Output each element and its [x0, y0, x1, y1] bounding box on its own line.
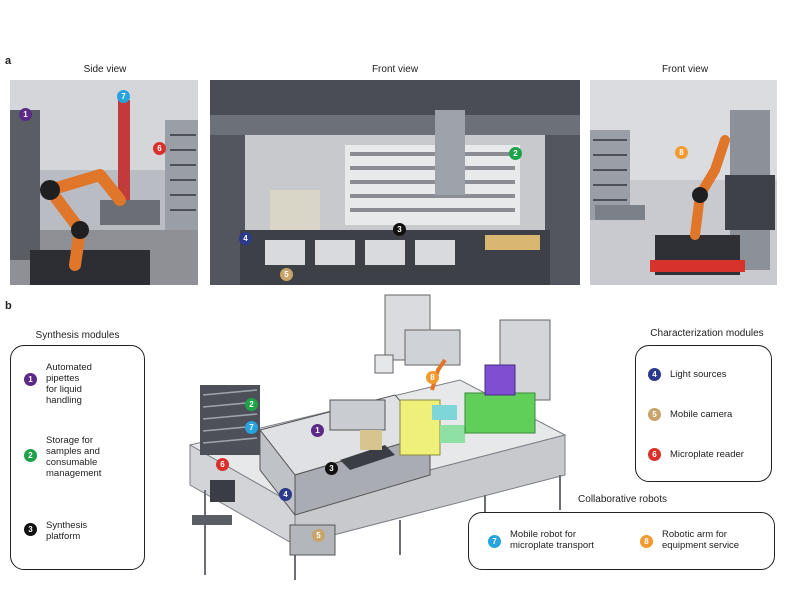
badge-2-schematic: 2 — [245, 398, 258, 411]
badge-6-schematic: 6 — [216, 458, 229, 471]
characterization-item-6: 6 Microplate reader — [648, 448, 744, 461]
badge-5-schematic: 5 — [312, 529, 325, 542]
badge-2-photo-label: 2 — [513, 149, 518, 158]
badge-6-photo-label: 6 — [157, 144, 162, 153]
front-view-photo-center — [210, 80, 580, 285]
badge-4-photo-label: 4 — [243, 234, 248, 243]
badge-4-legend: 4 — [648, 368, 661, 381]
collaborative-robots-box — [468, 512, 775, 570]
badge-8-photo: 8 — [675, 146, 688, 159]
badge-1-schematic: 1 — [311, 424, 324, 437]
badge-7-legend: 7 — [488, 535, 501, 548]
badge-6-photo: 6 — [153, 142, 166, 155]
characterization-item-4-text: Light sources — [670, 369, 727, 380]
badge-7-schematic: 7 — [245, 421, 258, 434]
badge-7-schematic-label: 7 — [249, 423, 254, 432]
badge-3-schematic-label: 3 — [329, 464, 334, 473]
side-view-caption: Side view — [83, 64, 127, 75]
badge-8-schematic: 8 — [426, 371, 439, 384]
badge-4-photo: 4 — [239, 232, 252, 245]
badge-3-photo: 3 — [393, 223, 406, 236]
badge-4-schematic: 4 — [279, 488, 292, 501]
badge-2-photo: 2 — [509, 147, 522, 160]
badge-8-schematic-label: 8 — [430, 373, 435, 382]
badge-5-legend: 5 — [648, 408, 661, 421]
front-view-caption-2: Front view — [661, 64, 709, 75]
collaborative-robots-title: Collaborative robots — [578, 494, 667, 505]
platform-schematic — [170, 285, 575, 585]
side-view-photo — [10, 80, 198, 285]
synthesis-modules-title: Synthesis modules — [35, 330, 120, 341]
badge-6-legend: 6 — [648, 448, 661, 461]
badge-1-photo-label: 1 — [23, 110, 28, 119]
characterization-item-5: 5 Mobile camera — [648, 408, 732, 421]
badge-1-legend: 1 — [24, 373, 37, 386]
badge-2-schematic-label: 2 — [249, 400, 254, 409]
characterization-item-5-text: Mobile camera — [670, 409, 733, 420]
badge-5-photo-label: 5 — [284, 270, 289, 279]
badge-1-photo: 1 — [19, 108, 32, 121]
badge-8-legend: 8 — [640, 535, 653, 548]
panel-b-letter: b — [5, 300, 12, 312]
panel-a-letter: a — [5, 55, 12, 67]
badge-3-photo-label: 3 — [397, 225, 402, 234]
badge-8-photo-label: 8 — [679, 148, 684, 157]
characterization-item-6-text: Microplate reader — [670, 449, 744, 460]
badge-3-schematic: 3 — [325, 462, 338, 475]
characterization-modules-title: Characterization modules — [650, 328, 764, 339]
badge-7-photo-label: 7 — [121, 92, 126, 101]
badge-5-schematic-label: 5 — [316, 531, 321, 540]
badge-4-schematic-label: 4 — [283, 490, 288, 499]
characterization-item-4: 4 Light sources — [648, 368, 727, 381]
badge-3-legend: 3 — [24, 523, 37, 536]
badge-7-photo: 7 — [117, 90, 130, 103]
badge-1-schematic-label: 1 — [315, 426, 320, 435]
front-view-photo-right — [590, 80, 777, 285]
front-view-caption-1: Front view — [371, 64, 419, 75]
badge-5-photo: 5 — [280, 268, 293, 281]
badge-2-legend: 2 — [24, 449, 37, 462]
badge-6-schematic-label: 6 — [220, 460, 225, 469]
